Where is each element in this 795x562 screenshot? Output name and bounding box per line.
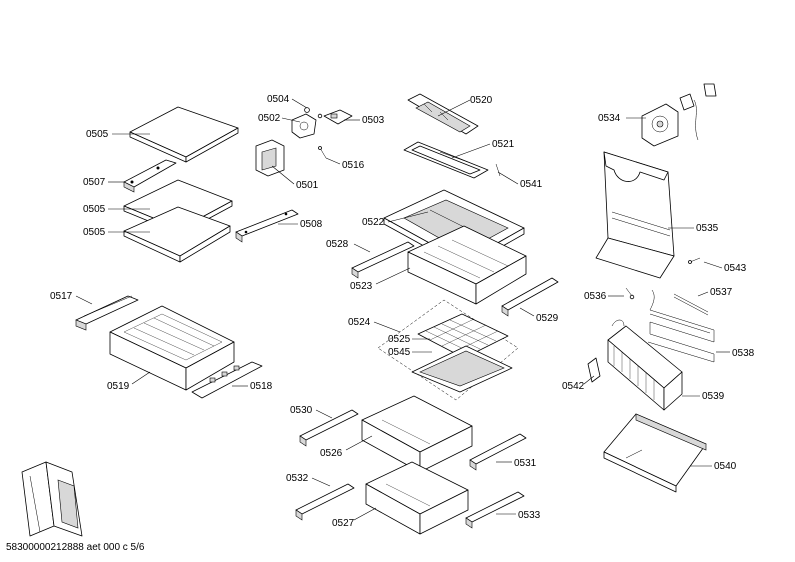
label-0504: 0504 (267, 94, 290, 105)
damper-frame (403, 141, 501, 179)
glass-shelf-lower (123, 206, 231, 263)
control-module (255, 107, 353, 177)
drawer-slide-left (75, 295, 139, 331)
label-0536: 0536 (584, 291, 607, 302)
label-0533: 0533 (518, 510, 541, 521)
label-0529: 0529 (536, 313, 559, 324)
label-0539: 0539 (702, 391, 725, 402)
label-0537: 0537 (710, 287, 733, 298)
label-0521: 0521 (492, 139, 515, 150)
label-0532: 0532 (286, 473, 309, 484)
label-0543: 0543 (724, 263, 747, 274)
glass-shelf-top (129, 106, 239, 163)
drawer-front-strip (191, 361, 263, 399)
label-0541: 0541 (520, 179, 543, 190)
label-0530: 0530 (290, 405, 313, 416)
drain-valve (587, 357, 601, 383)
fan-motor (641, 83, 717, 147)
label-0503: 0503 (362, 115, 385, 126)
leader-lines (75, 98, 730, 521)
shelf-trim-strip (123, 159, 177, 193)
label-0531: 0531 (514, 458, 537, 469)
defrost-heater (647, 289, 715, 363)
slide-rail-0528 (351, 241, 415, 279)
drain-tray (603, 413, 707, 493)
air-duct-cover (407, 93, 479, 135)
label-0505-top: 0505 (86, 129, 109, 140)
label-0545: 0545 (388, 347, 411, 358)
label-0508: 0508 (300, 219, 323, 230)
label-0540: 0540 (714, 461, 737, 472)
slide-rail-0532 (295, 483, 355, 521)
slide-rail-0529 (501, 277, 559, 317)
label-0538: 0538 (732, 348, 755, 359)
slide-rail-0531 (469, 433, 527, 471)
label-0527: 0527 (332, 518, 355, 529)
heater-rod (673, 293, 709, 316)
label-0522: 0522 (362, 217, 385, 228)
label-0517: 0517 (50, 291, 73, 302)
sensor (625, 287, 635, 300)
label-0502: 0502 (258, 113, 281, 124)
label-0505-mid: 0505 (83, 204, 106, 215)
label-0518: 0518 (250, 381, 273, 392)
slide-rail-0530 (299, 409, 359, 447)
deli-drawer (407, 225, 527, 305)
label-0501: 0501 (296, 180, 319, 191)
label-0525: 0525 (388, 334, 411, 345)
drawing-footer: 58300000212888 aet 000 c 5/6 (6, 542, 145, 553)
evaporator-cover (595, 151, 675, 279)
label-0524: 0524 (348, 317, 371, 328)
part-labels: 0505 0507 0505 0505 0504 0502 0503 0516 … (6, 94, 755, 553)
screw (688, 257, 701, 264)
humidity-cover-assembly (377, 299, 519, 401)
label-0507: 0507 (83, 177, 106, 188)
label-0523: 0523 (350, 281, 373, 292)
label-0520: 0520 (470, 95, 493, 106)
left-crisper-drawer (109, 305, 235, 391)
label-0535: 0535 (696, 223, 719, 234)
shelf-rail (235, 209, 299, 243)
label-0519: 0519 (107, 381, 130, 392)
crisper-drawer-0526 (361, 395, 473, 473)
label-0505-low: 0505 (83, 227, 106, 238)
label-0534: 0534 (598, 113, 621, 124)
fridge-thumbnail (21, 461, 83, 537)
label-0528: 0528 (326, 239, 349, 250)
crisper-drawer-0527 (365, 461, 469, 535)
label-0526: 0526 (320, 448, 343, 459)
label-0516: 0516 (342, 160, 365, 171)
label-0542: 0542 (562, 381, 585, 392)
slide-rail-0533 (465, 491, 525, 529)
evaporator (607, 319, 683, 411)
